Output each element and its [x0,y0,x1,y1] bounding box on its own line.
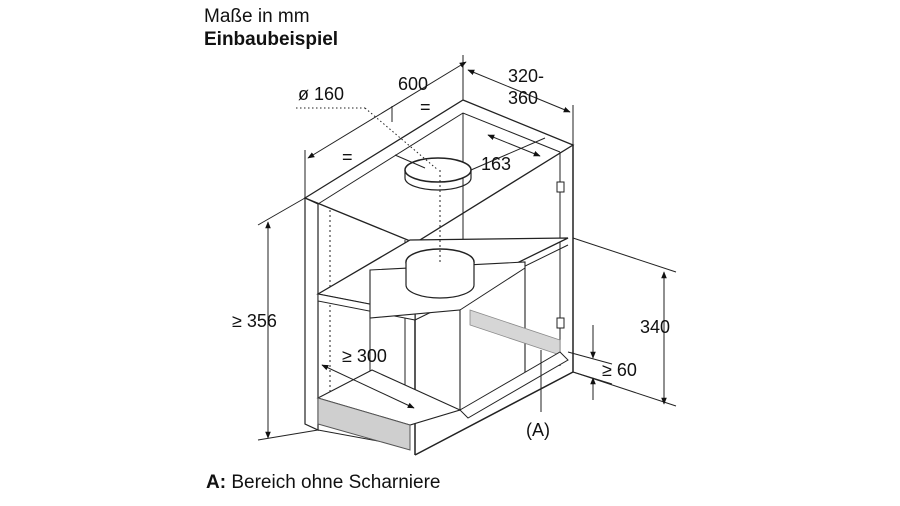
upper-hinge-mark [556,181,565,193]
shaded-front-zone [317,397,411,451]
shelf-duct-pipe [405,262,475,299]
hood-top-edge [459,267,526,311]
units-label: Maße in mm [204,6,310,27]
offset-center-line [394,154,426,169]
depth-dimension-line [467,69,571,113]
depth-label-line1: 320- [508,66,544,86]
bottom-gap-label: ≥ 60 [602,360,637,380]
depth-label-line2: 360 [508,88,538,108]
top-duct-rim [404,170,472,191]
legend-key: A: [206,472,227,493]
dimension-labels: ø 160 600 320- 360 = = 163 ≥ 356 ≥ 300 3… [232,66,670,440]
legend: A: Bereich ohne Scharniere [206,472,440,494]
width-label: 600 [398,74,428,94]
diagram-title: Einbaubeispiel [204,28,339,50]
top-duct-opening [404,157,472,183]
lower-hinge-mark [556,317,565,329]
area-marker-label: (A) [526,420,550,440]
total-height-label: ≥ 356 [232,311,277,331]
cab-height-ext-top [572,237,677,273]
shelf-depth-dimension-line [321,364,415,409]
offset-label: 163 [481,154,511,174]
diameter-label: ø 160 [298,84,344,104]
legend-text: Bereich ohne Scharniere [231,472,441,493]
width-dimension-line [307,61,467,159]
dimension-lines [257,55,677,441]
left-front-panel [304,197,319,431]
cabinet-height-label: 340 [640,317,670,337]
equal-sign-left: = [342,147,353,167]
equal-sign-right: = [420,97,431,117]
shelf-depth-label: ≥ 300 [342,346,387,366]
header: Maße in mm Einbaubeispiel [204,6,338,52]
gap-ext-top [567,351,613,365]
height-ext-top [257,197,306,226]
offset-dimension-line [487,134,541,157]
height-ext-bottom [257,429,319,441]
bottom-right-edge [414,371,574,456]
